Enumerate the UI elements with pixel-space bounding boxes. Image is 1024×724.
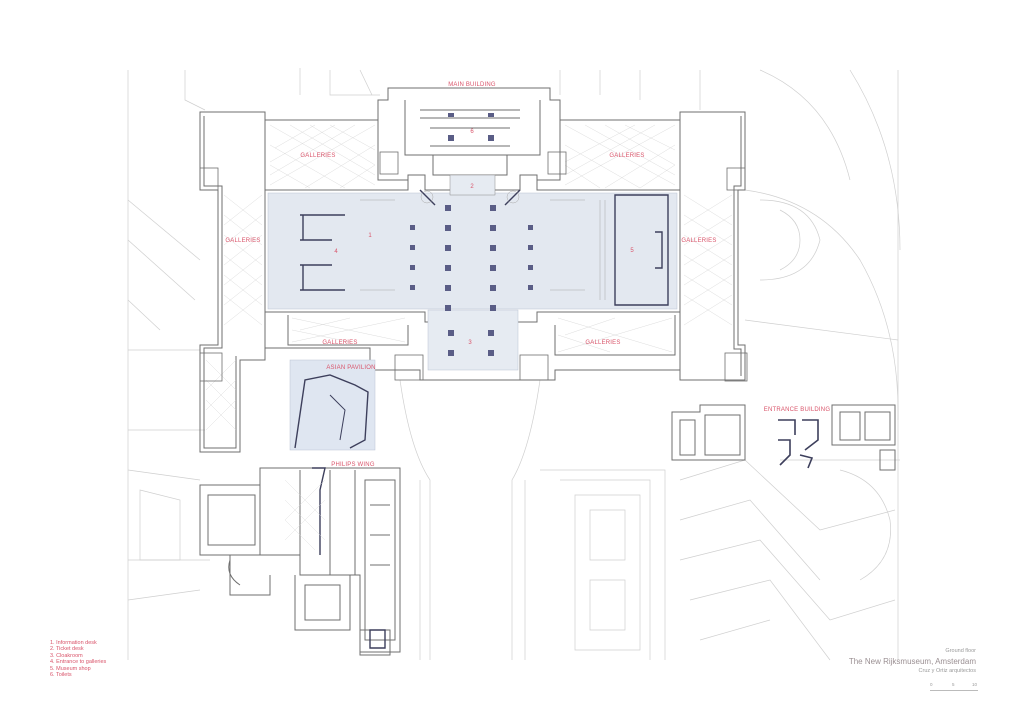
floor-title: Ground floor [945,648,976,654]
scale-tick: 0 [930,682,933,687]
gallery-patterns [205,124,733,431]
scale-line [930,690,978,691]
label-asian-pavilion: ASIAN PAVILION [326,365,375,371]
number-3: 3 [468,340,472,346]
legend-item: 5. Museum shop [50,665,91,672]
legend: 1. Information desk 2. Ticket desk 3. Cl… [50,640,190,678]
label-main-building: MAIN BUILDING [448,82,496,88]
label-galleries-bottom-left: GALLERIES [322,340,357,346]
scale-bar: 0 5 10 [930,682,980,692]
philips-wing-dark [312,467,386,649]
project-title: The New Rijksmuseum, Amsterdam [848,657,976,666]
architects-credit: Cruz y Ortiz arquitectos [918,668,976,674]
label-philips-wing: PHILIPS WING [331,462,375,468]
scale-tick: 10 [972,682,978,687]
room-numbers: 1 2 4 5 6 3 [334,129,634,346]
asian-pavilion [289,359,376,451]
number-2: 2 [470,184,474,190]
legend-item: 3. Cloakroom [50,652,83,659]
columns [410,113,533,356]
atrium-structures [300,189,669,306]
corner-details [199,151,748,382]
entrance-building [671,404,896,471]
title-block: Ground floor The New Rijksmuseum, Amster… [776,648,976,674]
label-galleries-top-left: GALLERIES [300,153,335,159]
number-5: 5 [630,248,634,254]
legend-item: 6. Toilets [50,672,72,679]
legend-item: 2. Ticket desk [50,646,84,653]
label-galleries-left: GALLERIES [225,238,260,244]
legend-item: 1. Information desk [50,640,97,646]
label-entrance-building: ENTRANCE BUILDING [764,407,831,413]
philips-wing-hatch [284,479,326,551]
label-galleries-bottom-right: GALLERIES [585,340,620,346]
area-labels: MAIN BUILDING GALLERIES GALLERIES GALLER… [225,82,830,468]
main-building [199,87,746,453]
number-1: 1 [368,233,372,239]
legend-item: 4. Entrance to galleries [50,659,107,666]
scale-tick: 5 [952,682,955,687]
number-6: 6 [470,129,474,135]
entrance-building-dark [778,419,819,469]
atrium-detail [360,190,606,300]
site-context [127,68,901,661]
philips-wing [199,467,401,656]
label-galleries-right: GALLERIES [681,238,716,244]
number-4: 4 [334,249,338,255]
label-galleries-top-right: GALLERIES [609,153,644,159]
